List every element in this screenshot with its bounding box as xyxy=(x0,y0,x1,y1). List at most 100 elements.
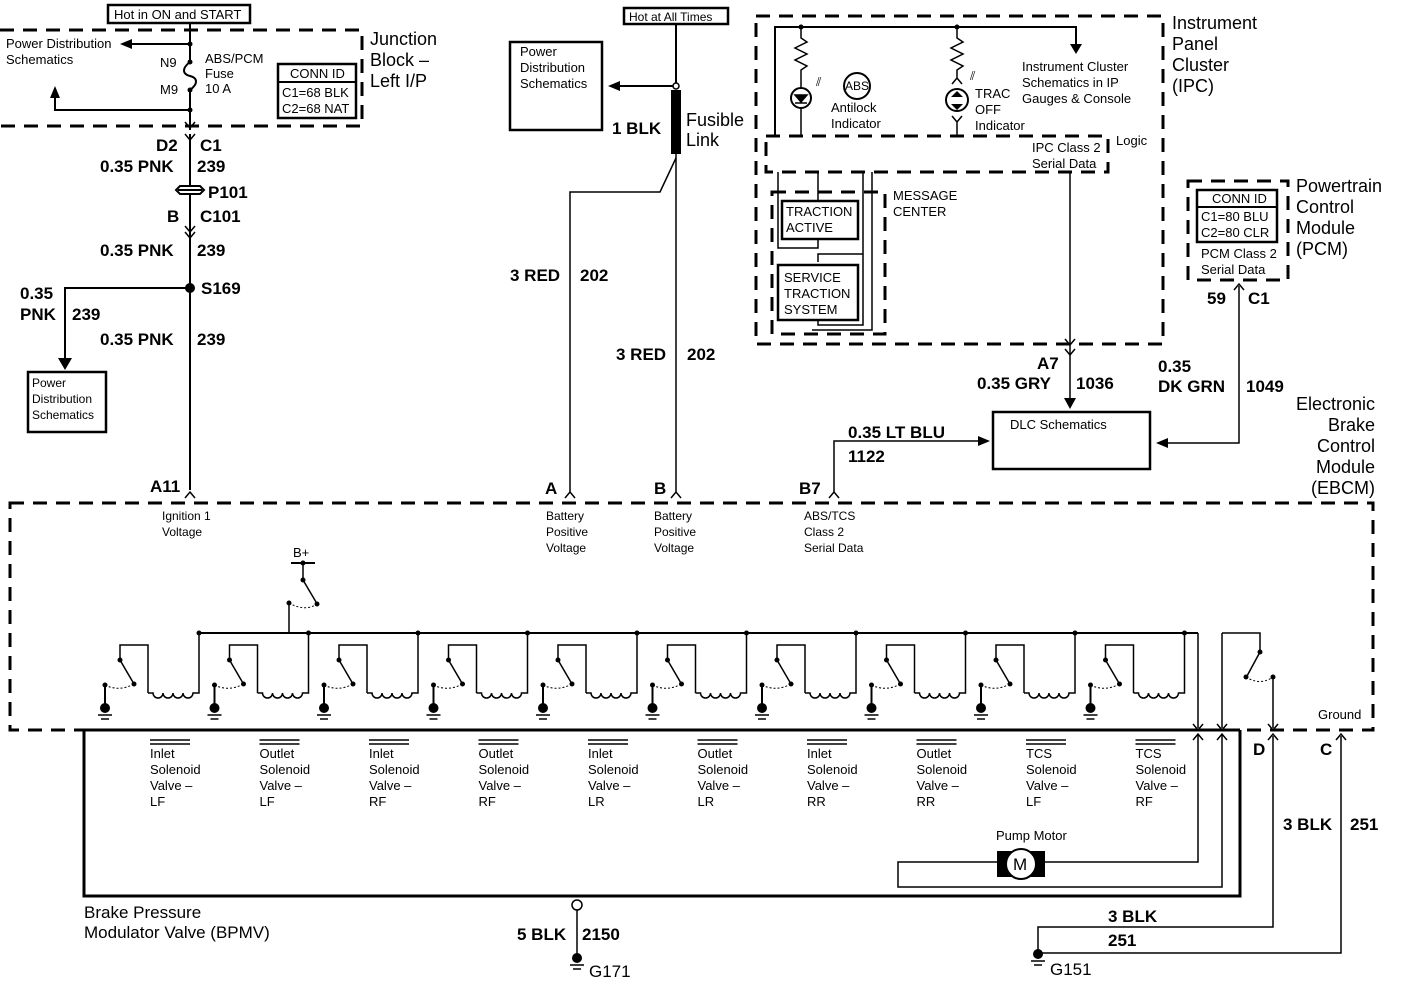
svg-text:Indicator: Indicator xyxy=(831,116,882,131)
svg-text:IPC Class 2: IPC Class 2 xyxy=(1032,140,1101,155)
solenoid-driver xyxy=(536,630,640,720)
solenoid-label-line: Valve – xyxy=(369,778,412,793)
svg-text:202: 202 xyxy=(580,266,608,285)
svg-text:TRACTION: TRACTION xyxy=(786,204,852,219)
svg-text:Antilock: Antilock xyxy=(831,100,877,115)
svg-text:202: 202 xyxy=(687,345,715,364)
driver-switch-icon xyxy=(447,659,464,685)
ebcm-pin-a: A xyxy=(545,479,557,498)
svg-text:⫽: ⫽ xyxy=(969,69,976,83)
svg-text:DK GRN: DK GRN xyxy=(1158,377,1225,396)
junction-block-title-1: Junction xyxy=(370,29,437,49)
solenoid-label-line: Solenoid xyxy=(1026,762,1077,777)
solenoid-drivers xyxy=(98,630,1187,720)
pump-relay-switch-icon xyxy=(1246,651,1261,677)
ground-g171-icon xyxy=(570,953,584,970)
solenoid-driver xyxy=(864,630,968,720)
svg-text:Indicator: Indicator xyxy=(975,118,1026,133)
pump-motor-icon xyxy=(1005,848,1037,880)
solenoid-label-line: Solenoid xyxy=(807,762,858,777)
solenoid-label-line: LF xyxy=(1026,794,1041,809)
solenoid-driver xyxy=(645,630,749,720)
instrument-panel-cluster: Instrument Panel Cluster (IPC) ⫽ ABS Ant… xyxy=(754,13,1257,409)
svg-text:Voltage: Voltage xyxy=(162,525,202,539)
svg-text:Class 2: Class 2 xyxy=(804,525,844,539)
svg-text:59: 59 xyxy=(1207,289,1226,308)
svg-text:ABS/TCS: ABS/TCS xyxy=(804,509,855,523)
resistor-icon xyxy=(793,27,809,88)
wire-circuit: 239 xyxy=(197,157,225,176)
trac-off-lamp-icon xyxy=(945,88,969,112)
solenoid-label-line: Solenoid xyxy=(1136,762,1187,777)
svg-text:SYSTEM: SYSTEM xyxy=(784,302,837,317)
driver-switch-icon xyxy=(557,659,573,685)
power-dist-box-left xyxy=(26,370,108,434)
svg-text:PNK: PNK xyxy=(20,305,57,324)
arrow-up-icon xyxy=(50,86,60,98)
svg-text:Gauges & Console: Gauges & Console xyxy=(1022,91,1131,106)
ipc-border xyxy=(754,14,1165,346)
ground-icon xyxy=(209,703,220,713)
svg-text:Module: Module xyxy=(1296,218,1355,238)
svg-text:Ignition 1: Ignition 1 xyxy=(162,509,211,523)
svg-text:0.35: 0.35 xyxy=(1158,357,1191,376)
ground-icon xyxy=(976,703,986,713)
svg-text:Logic: Logic xyxy=(1116,133,1148,148)
svg-text:239: 239 xyxy=(72,305,100,324)
svg-text:1036: 1036 xyxy=(1076,374,1114,393)
svg-text:TRAC: TRAC xyxy=(975,86,1010,101)
svg-text:Instrument Cluster: Instrument Cluster xyxy=(1022,59,1129,74)
solenoid-label-line: LR xyxy=(588,794,605,809)
arrow-down-icon xyxy=(1064,398,1076,409)
svg-text:C1=80 BLU: C1=80 BLU xyxy=(1201,209,1269,224)
fuse-pin-n9: N9 xyxy=(160,55,177,70)
svg-text:Link: Link xyxy=(686,130,720,150)
solenoid-label-line: LF xyxy=(260,794,275,809)
logic-block xyxy=(764,134,1110,174)
svg-text:Schematics: Schematics xyxy=(520,76,588,91)
driver-switch-icon xyxy=(776,659,792,685)
svg-text:CONN ID: CONN ID xyxy=(1212,191,1267,206)
svg-text:Hot at All Times: Hot at All Times xyxy=(629,10,712,24)
solenoid-label-line: Solenoid xyxy=(260,762,311,777)
svg-text:2150: 2150 xyxy=(582,925,620,944)
wire-gauge-color: 0.35 PNK xyxy=(100,157,174,176)
solenoid-label-line: Valve – xyxy=(1026,778,1069,793)
svg-text:MESSAGE: MESSAGE xyxy=(893,188,958,203)
conn-id-table-pcm: CONN ID C1=80 BLU C2=80 CLR xyxy=(1195,188,1279,244)
driver-switch-icon xyxy=(666,659,683,685)
svg-text:251: 251 xyxy=(1108,931,1136,950)
driver-switch-icon xyxy=(338,659,354,685)
fusible-link-icon xyxy=(671,90,681,154)
fuse-label-3: 10 A xyxy=(205,81,231,96)
svg-text:Brake: Brake xyxy=(1328,415,1375,435)
svg-text:Cluster: Cluster xyxy=(1172,55,1229,75)
svg-text:1049: 1049 xyxy=(1246,377,1284,396)
conn-pin-b: B xyxy=(167,207,179,226)
svg-text:Instrument: Instrument xyxy=(1172,13,1257,33)
pcm-border xyxy=(1186,179,1290,282)
svg-text:Serial Data: Serial Data xyxy=(1032,156,1097,171)
arrow-down-icon xyxy=(1070,44,1082,54)
solenoid-coil-icon xyxy=(805,633,857,699)
svg-text:Modulator Valve (BPMV): Modulator Valve (BPMV) xyxy=(84,923,270,942)
ebcm-ground-circuit: D C 3 BLK 251 3 BLK 251 G151 xyxy=(1031,732,1378,979)
fuse-pin-m9: M9 xyxy=(160,82,178,97)
svg-text:C2=68 NAT: C2=68 NAT xyxy=(282,101,349,116)
svg-text:3 RED: 3 RED xyxy=(510,266,560,285)
battery-circuit: Hot at All Times Power Distribution Sche… xyxy=(508,6,744,555)
arrow-right-icon xyxy=(978,436,990,446)
ground-icon xyxy=(757,703,767,713)
svg-text:0.35 PNK: 0.35 PNK xyxy=(100,330,174,349)
svg-text:Module: Module xyxy=(1316,457,1375,477)
solenoid-coil-icon xyxy=(1133,633,1186,699)
solenoid-driver xyxy=(426,630,530,720)
relay-switch-icon xyxy=(302,579,317,603)
solenoid-coil-icon xyxy=(476,633,529,699)
